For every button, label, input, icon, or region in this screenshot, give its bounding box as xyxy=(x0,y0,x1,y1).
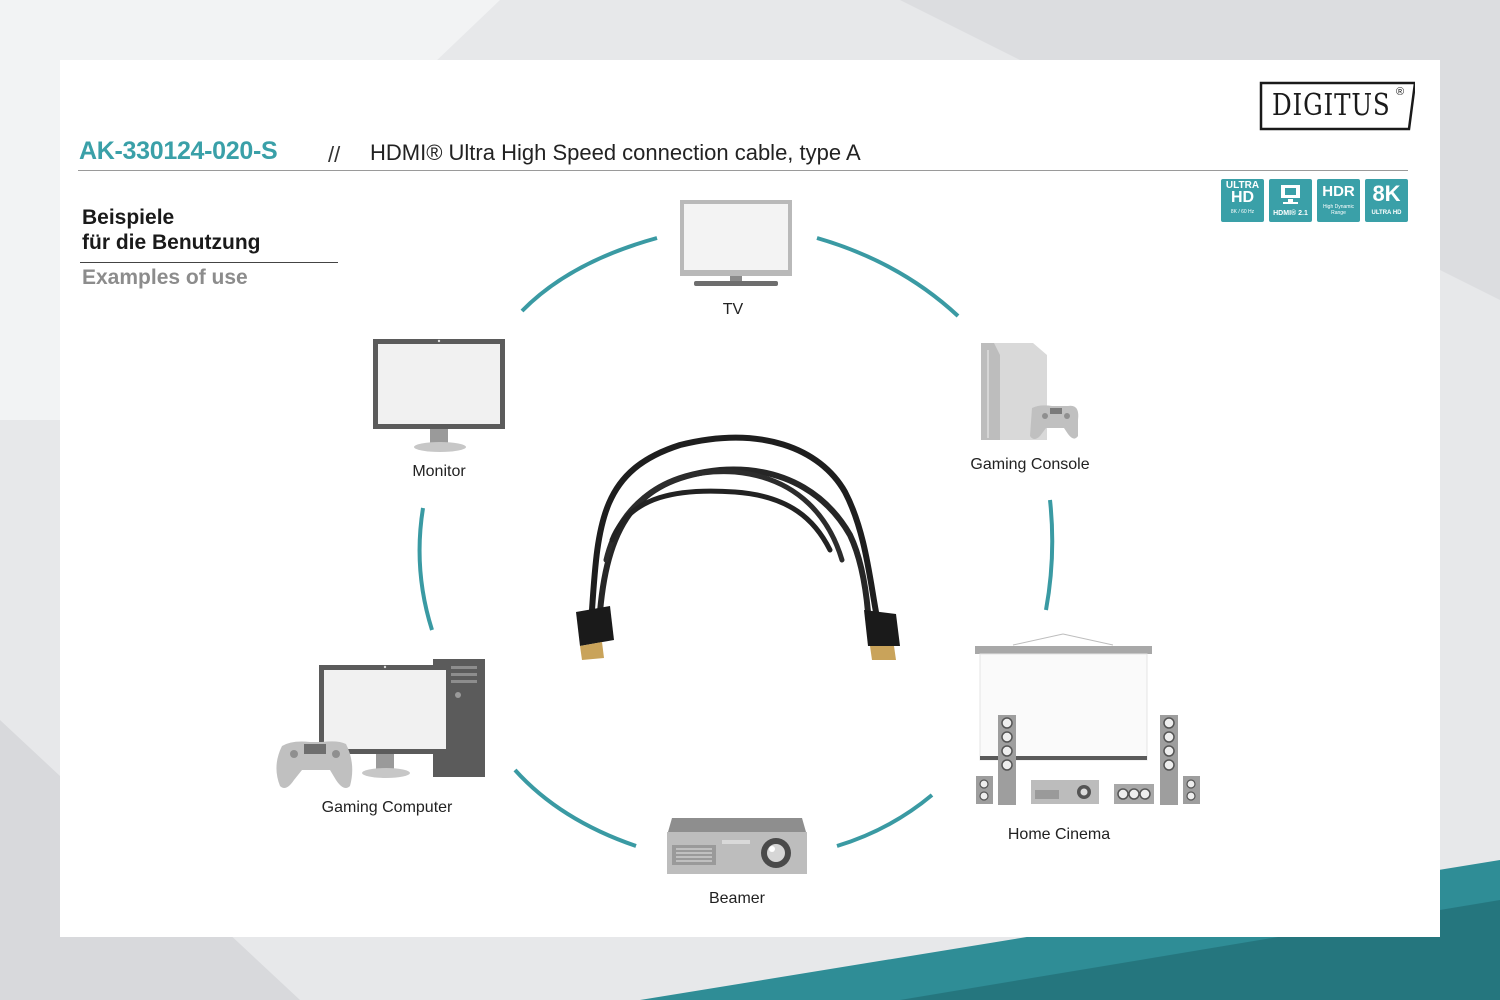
badge-hdmi-21: HDMI® 2.1 xyxy=(1269,179,1312,222)
label-tv: TV xyxy=(722,301,744,318)
section-heading-de-line2: für die Benutzung xyxy=(82,231,261,254)
badge-hdr: HDR High Dynamic Range xyxy=(1317,179,1360,222)
badge-8k: 8K ULTRA HD xyxy=(1365,179,1408,222)
beamer-icon xyxy=(667,818,807,874)
hdmi-cable-icon xyxy=(589,434,879,615)
badge-ultra-hd-sub: 8K / 60 Hz xyxy=(1230,209,1255,215)
product-sku: AK-330124-020-S xyxy=(79,137,278,165)
section-heading-de-line1: Beispiele xyxy=(82,206,175,229)
hdmi-connector-left-icon xyxy=(576,606,614,660)
logo-registered-mark: ® xyxy=(1396,86,1405,98)
badge-ultra-hd-top: ULTRA xyxy=(1225,180,1260,191)
title-separator: // xyxy=(328,142,341,167)
logo-text: DIGITUS xyxy=(1272,88,1391,123)
header-divider xyxy=(78,170,1408,171)
label-home-cinema: Home Cinema xyxy=(1007,826,1111,843)
ring-arc-cinema-beamer xyxy=(836,793,934,848)
product-title: HDMI® Ultra High Speed connection cable,… xyxy=(370,140,861,165)
monitor-icon xyxy=(373,339,505,452)
home-cinema-icon xyxy=(975,633,1200,805)
digitus-logo-frame xyxy=(1259,81,1415,131)
label-beamer: Beamer xyxy=(708,890,766,907)
badge-ultra-hd: ULTRA HD 8K / 60 Hz xyxy=(1221,179,1264,222)
section-heading-en: Examples of use xyxy=(82,266,248,289)
badge-hdmi-sub: HDMI® 2.1 xyxy=(1273,210,1308,217)
badge-8k-main: 8K xyxy=(1372,181,1401,206)
badge-hdr-sub: High Dynamic Range xyxy=(1322,204,1355,216)
badge-hdr-main: HDR xyxy=(1322,183,1355,200)
label-gaming-computer: Gaming Computer xyxy=(321,799,453,816)
gaming-computer-icon xyxy=(276,659,485,788)
ring-arc-computer-monitor xyxy=(417,507,434,631)
label-gaming-console: Gaming Console xyxy=(970,456,1090,473)
section-heading-divider xyxy=(80,262,338,263)
badge-ultra-hd-main: HD xyxy=(1230,189,1255,206)
hdmi-connector-right-icon xyxy=(864,610,900,660)
ring-arc-tv-monitor xyxy=(520,236,658,313)
gaming-console-icon xyxy=(981,343,1079,440)
ring-arc-tv-console xyxy=(816,236,960,318)
badge-8k-sub: ULTRA HD xyxy=(1371,210,1402,216)
hdmi-monitor-icon xyxy=(1281,185,1300,204)
ring-arc-console-cinema xyxy=(1044,499,1055,611)
tv-icon xyxy=(680,200,792,286)
ring-arc-beamer-computer xyxy=(513,768,637,848)
label-monitor: Monitor xyxy=(412,463,466,480)
connection-ring xyxy=(417,236,1055,848)
